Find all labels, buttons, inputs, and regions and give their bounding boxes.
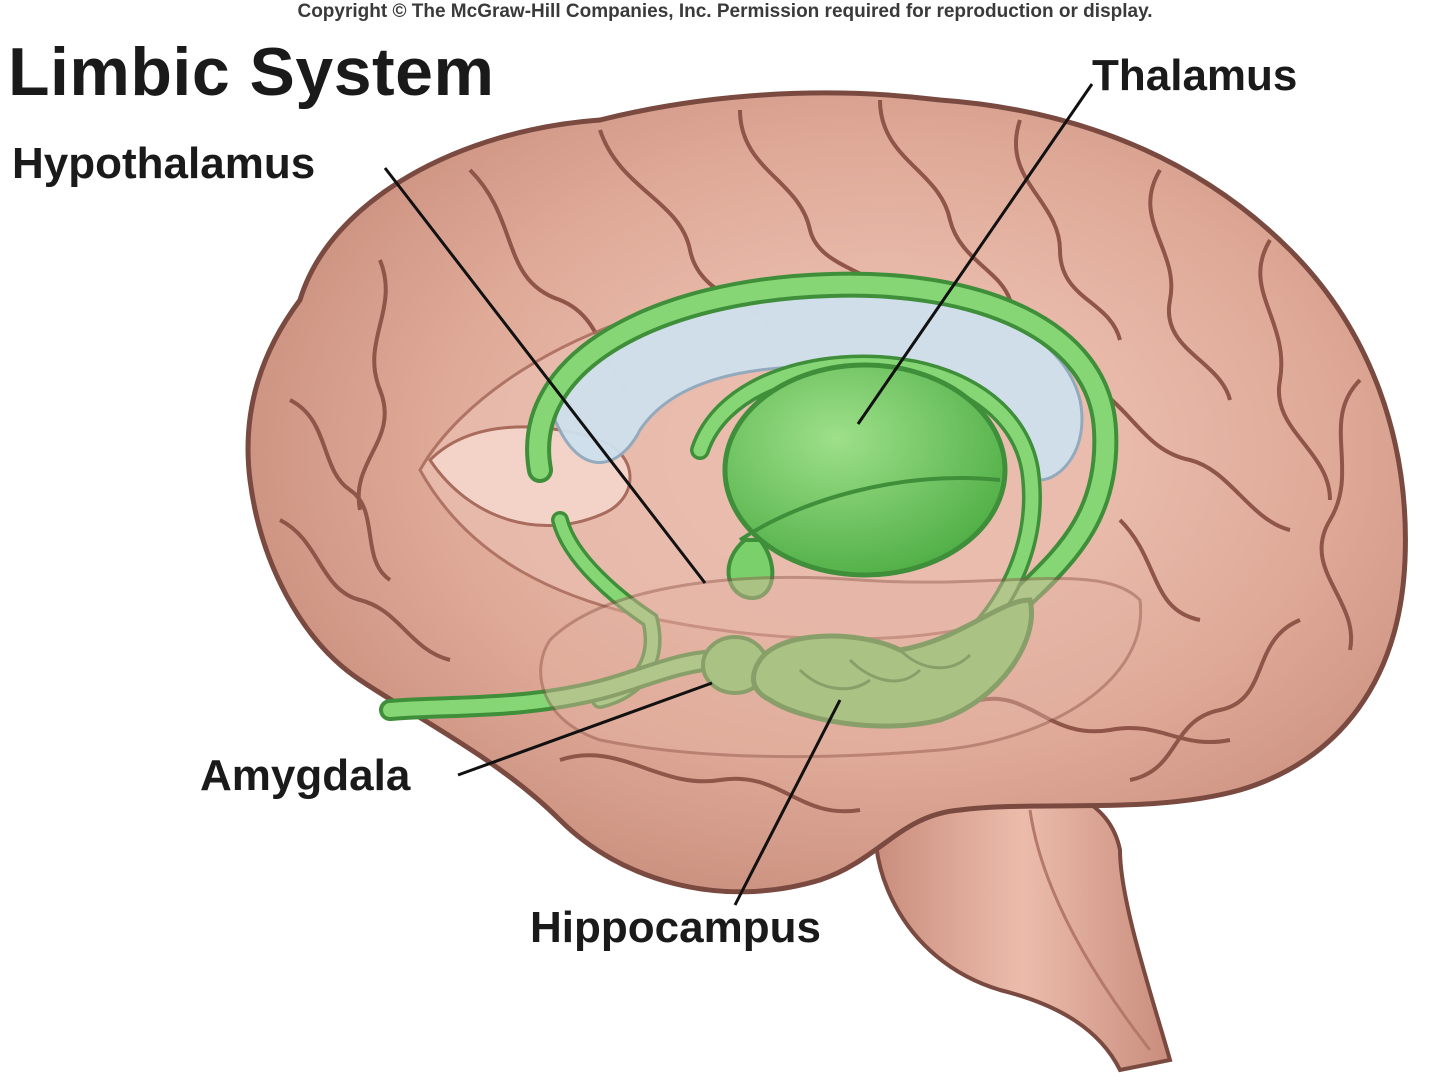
label-hippocampus: Hippocampus bbox=[530, 903, 821, 952]
diagram-title: Limbic System bbox=[8, 34, 495, 110]
brainstem bbox=[873, 785, 1173, 1073]
leader-lines bbox=[383, 83, 1094, 906]
leader-line-hypothalamus bbox=[383, 167, 707, 584]
limbic-system bbox=[379, 271, 1119, 729]
label-thalamus: Thalamus bbox=[1092, 51, 1298, 100]
leader-line-thalamus bbox=[856, 83, 1094, 425]
leader-line-hippocampus bbox=[733, 699, 842, 906]
temporal-lobe bbox=[539, 576, 1143, 759]
leader-line-amygdala bbox=[457, 681, 713, 777]
label-amygdala: Amygdala bbox=[200, 751, 411, 800]
label-hypothalamus: Hypothalamus bbox=[12, 139, 316, 188]
copyright-notice: Copyright © The McGraw-Hill Companies, I… bbox=[297, 1, 1153, 22]
